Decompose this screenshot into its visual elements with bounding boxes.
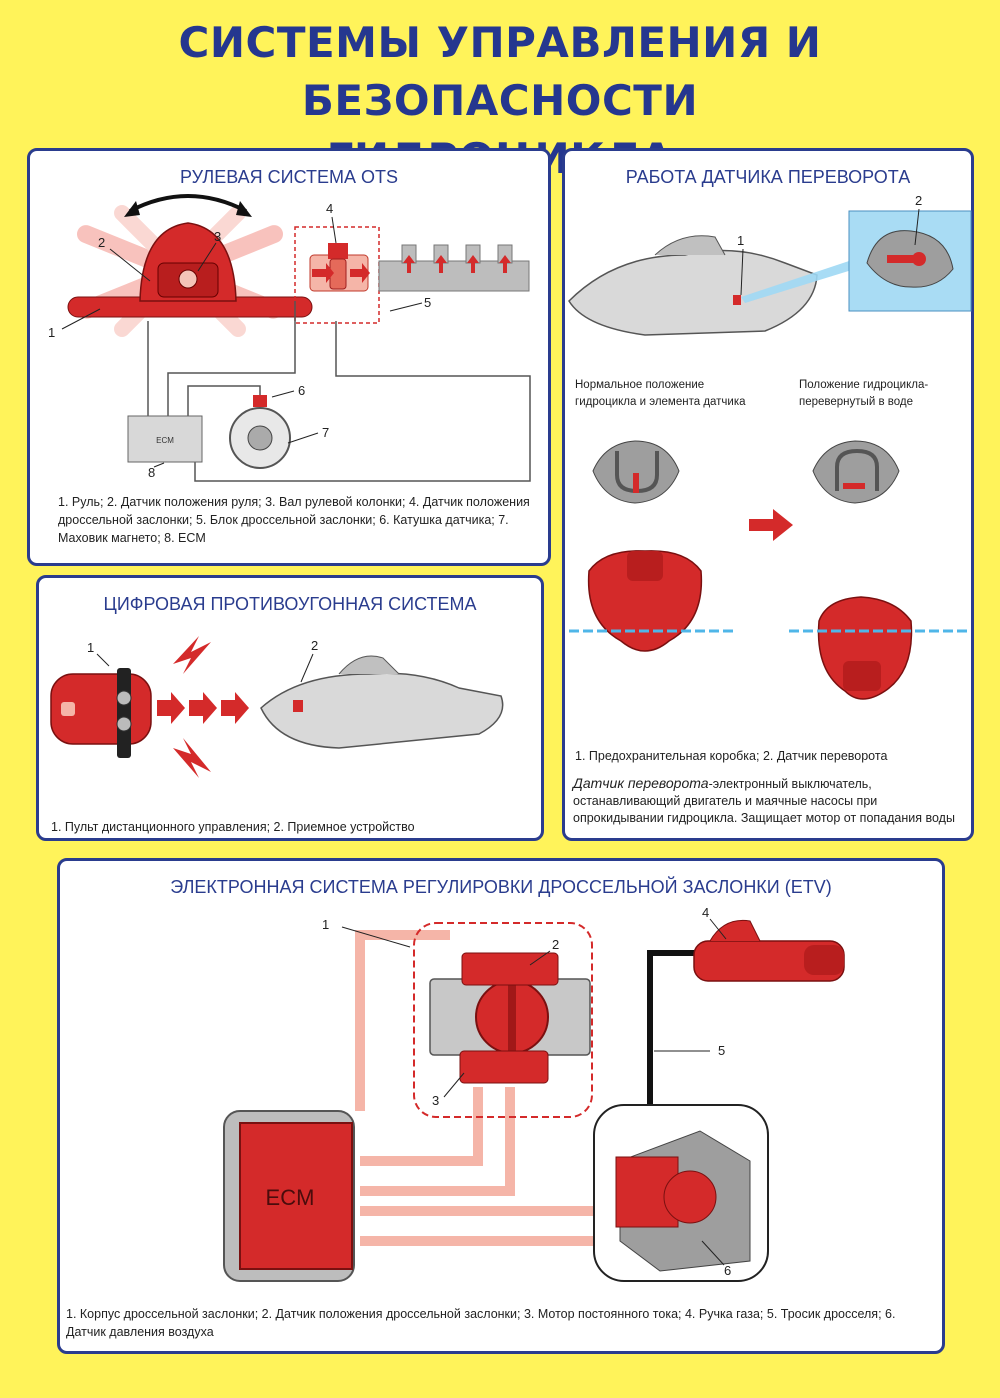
ots-num-3: 3: [214, 229, 221, 244]
air-pressure-sensor-icon: [593, 1104, 769, 1282]
antitheft-caption: 1. Пульт дистанционного управления; 2. П…: [51, 820, 415, 834]
ots-num-4: 4: [326, 201, 333, 216]
ots-num-5: 5: [424, 295, 431, 310]
signal-bolt-icon: [173, 738, 211, 778]
rollover-diagram: 1 2: [568, 193, 972, 700]
etv-ecm-label: ECM: [266, 1185, 315, 1210]
jetski-icon: [587, 550, 703, 652]
etv-num-4: 4: [702, 905, 709, 920]
ots-num-2: 2: [98, 235, 105, 250]
throttle-sensor-icon: [309, 243, 370, 292]
rollover-num-1: 1: [737, 233, 744, 248]
antitheft-num-2: 2: [311, 638, 318, 653]
rack-icon: [378, 244, 530, 292]
ots-num-8: 8: [148, 465, 155, 480]
rollover-sensor-icon: [812, 440, 900, 504]
rollover-sensor-icon: [866, 230, 954, 288]
steering-unit-icon: [67, 222, 313, 318]
flywheel-icon: [229, 395, 291, 469]
etv-num-5: 5: [718, 1043, 725, 1058]
antitheft-num-1: 1: [87, 640, 94, 655]
ots-num-7: 7: [322, 425, 329, 440]
jetski-icon: [568, 235, 818, 336]
rollover-flipped-text: Положение гидроцикла-перевернутый в воде: [799, 379, 929, 408]
etv-panel: ЭЛЕКТРОННАЯ СИСТЕМА РЕГУЛИРОВКИ ДРОССЕЛЬ…: [57, 858, 945, 1354]
rollover-num-2: 2: [915, 193, 922, 208]
ots-panel: РУЛЕВАЯ СИСТЕМА OTS: [27, 148, 551, 566]
ecm-unit-icon: ECM: [223, 1110, 355, 1282]
etv-num-6: 6: [724, 1263, 731, 1278]
rollover-desc-rest: -электронный выключатель, останавливающи…: [573, 777, 955, 825]
jetski-icon: [260, 655, 504, 749]
remote-control-icon: [50, 668, 152, 758]
rollover-caption: 1. Предохранительная коробка; 2. Датчик …: [575, 749, 888, 763]
jetski-icon: [817, 596, 913, 700]
etv-num-3: 3: [432, 1093, 439, 1108]
ots-ecm-label: ECM: [156, 436, 174, 445]
antitheft-diagram: 1 2: [50, 636, 504, 778]
etv-title: ЭЛЕКТРОННАЯ СИСТЕМА РЕГУЛИРОВКИ ДРОССЕЛЬ…: [170, 877, 832, 897]
etv-caption: 1. Корпус дроссельной заслонки; 2. Датчи…: [66, 1307, 896, 1339]
rollover-desc-emphasis: Датчик переворота: [573, 775, 709, 791]
rollover-normal-text: Нормальное положение гидроцикла и элемен…: [575, 379, 746, 408]
throttle-grip-icon: [693, 919, 845, 982]
rollover-panel: РАБОТА ДАТЧИКА ПЕРЕВОРОТА 1 2: [562, 148, 974, 841]
etv-num-2: 2: [552, 937, 559, 952]
antitheft-title: ЦИФРОВАЯ ПРОТИВОУГОННАЯ СИСТЕМА: [103, 594, 477, 614]
ots-num-6: 6: [298, 383, 305, 398]
rollover-description: Датчик переворота-электронный выключател…: [573, 775, 969, 827]
throttle-body-icon: [429, 952, 591, 1084]
rollover-sensor-icon: [592, 440, 680, 504]
ots-diagram: ECM 1 2 3 4 5 6 7 8: [48, 194, 531, 482]
title-line-1: СИСТЕМЫ УПРАВЛЕНИЯ И БЕЗОПАСНОСТИ: [178, 18, 822, 125]
ecm-unit-icon: ECM: [127, 415, 203, 463]
signal-bolt-icon: [173, 636, 211, 674]
ots-caption: 1. Руль; 2. Датчик положения руля; 3. Ва…: [58, 495, 530, 545]
rollover-title: РАБОТА ДАТЧИКА ПЕРЕВОРОТА: [625, 167, 911, 187]
etv-diagram: ECM 1 2 3 4 5 6: [223, 905, 845, 1282]
etv-num-1: 1: [322, 917, 329, 932]
antitheft-panel: ЦИФРОВАЯ ПРОТИВОУГОННАЯ СИСТЕМА 1 2 1. П…: [36, 575, 544, 841]
ots-title: РУЛЕВАЯ СИСТЕМА OTS: [179, 167, 399, 187]
ots-num-1: 1: [48, 325, 55, 340]
